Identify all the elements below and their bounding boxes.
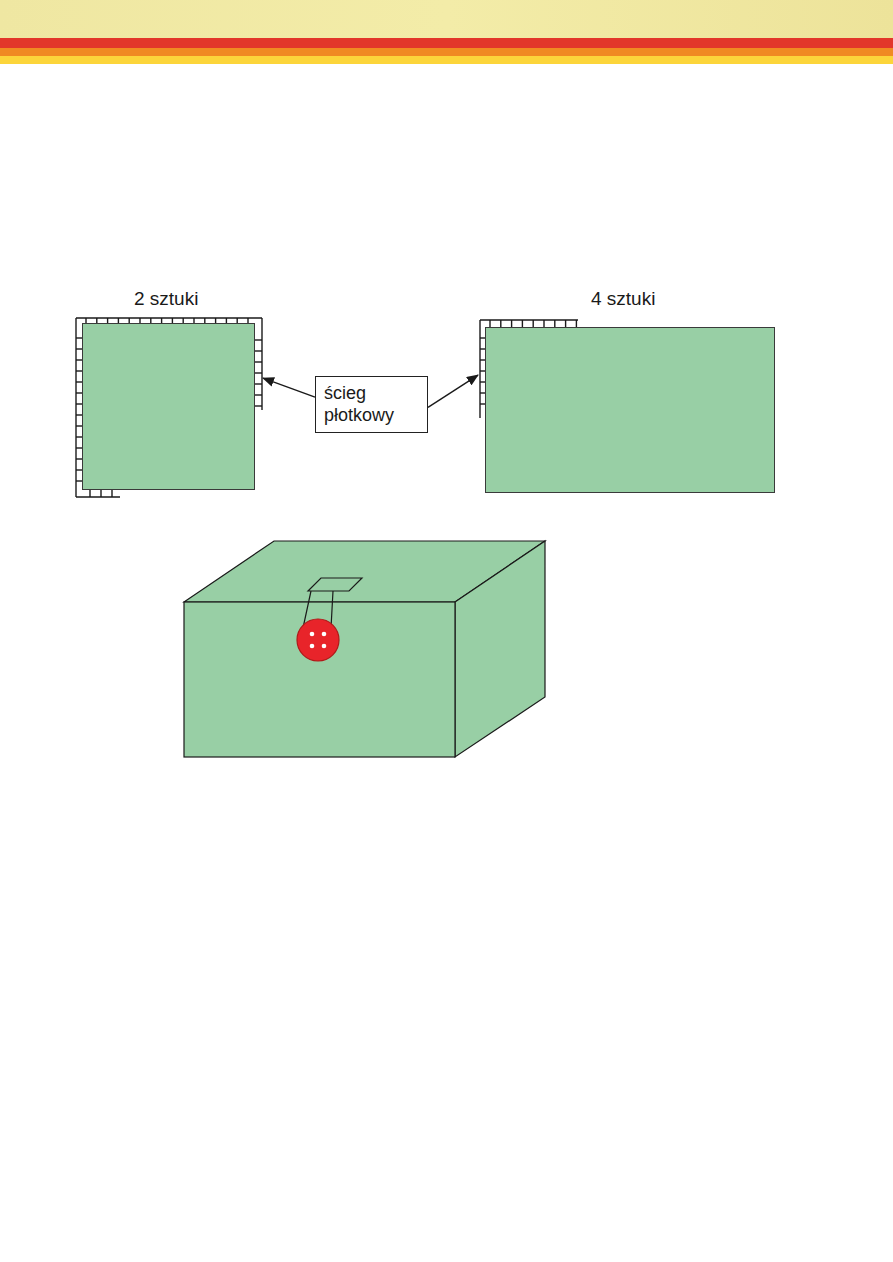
- fabric-square: 2 sztuki: [82, 323, 255, 490]
- callout-text: ścieg płotkowy: [324, 383, 419, 426]
- fabric-rectangle: 4 sztuki: [485, 327, 775, 493]
- part-heading: 4 sztuki: [591, 288, 655, 310]
- box-illustration: [184, 541, 545, 757]
- part-heading: 2 sztuki: [134, 288, 198, 310]
- header-band: [0, 0, 893, 64]
- arrow-connector: [263, 378, 315, 397]
- arrow-connector: [428, 375, 478, 407]
- callout-box: ścieg płotkowy: [315, 376, 428, 433]
